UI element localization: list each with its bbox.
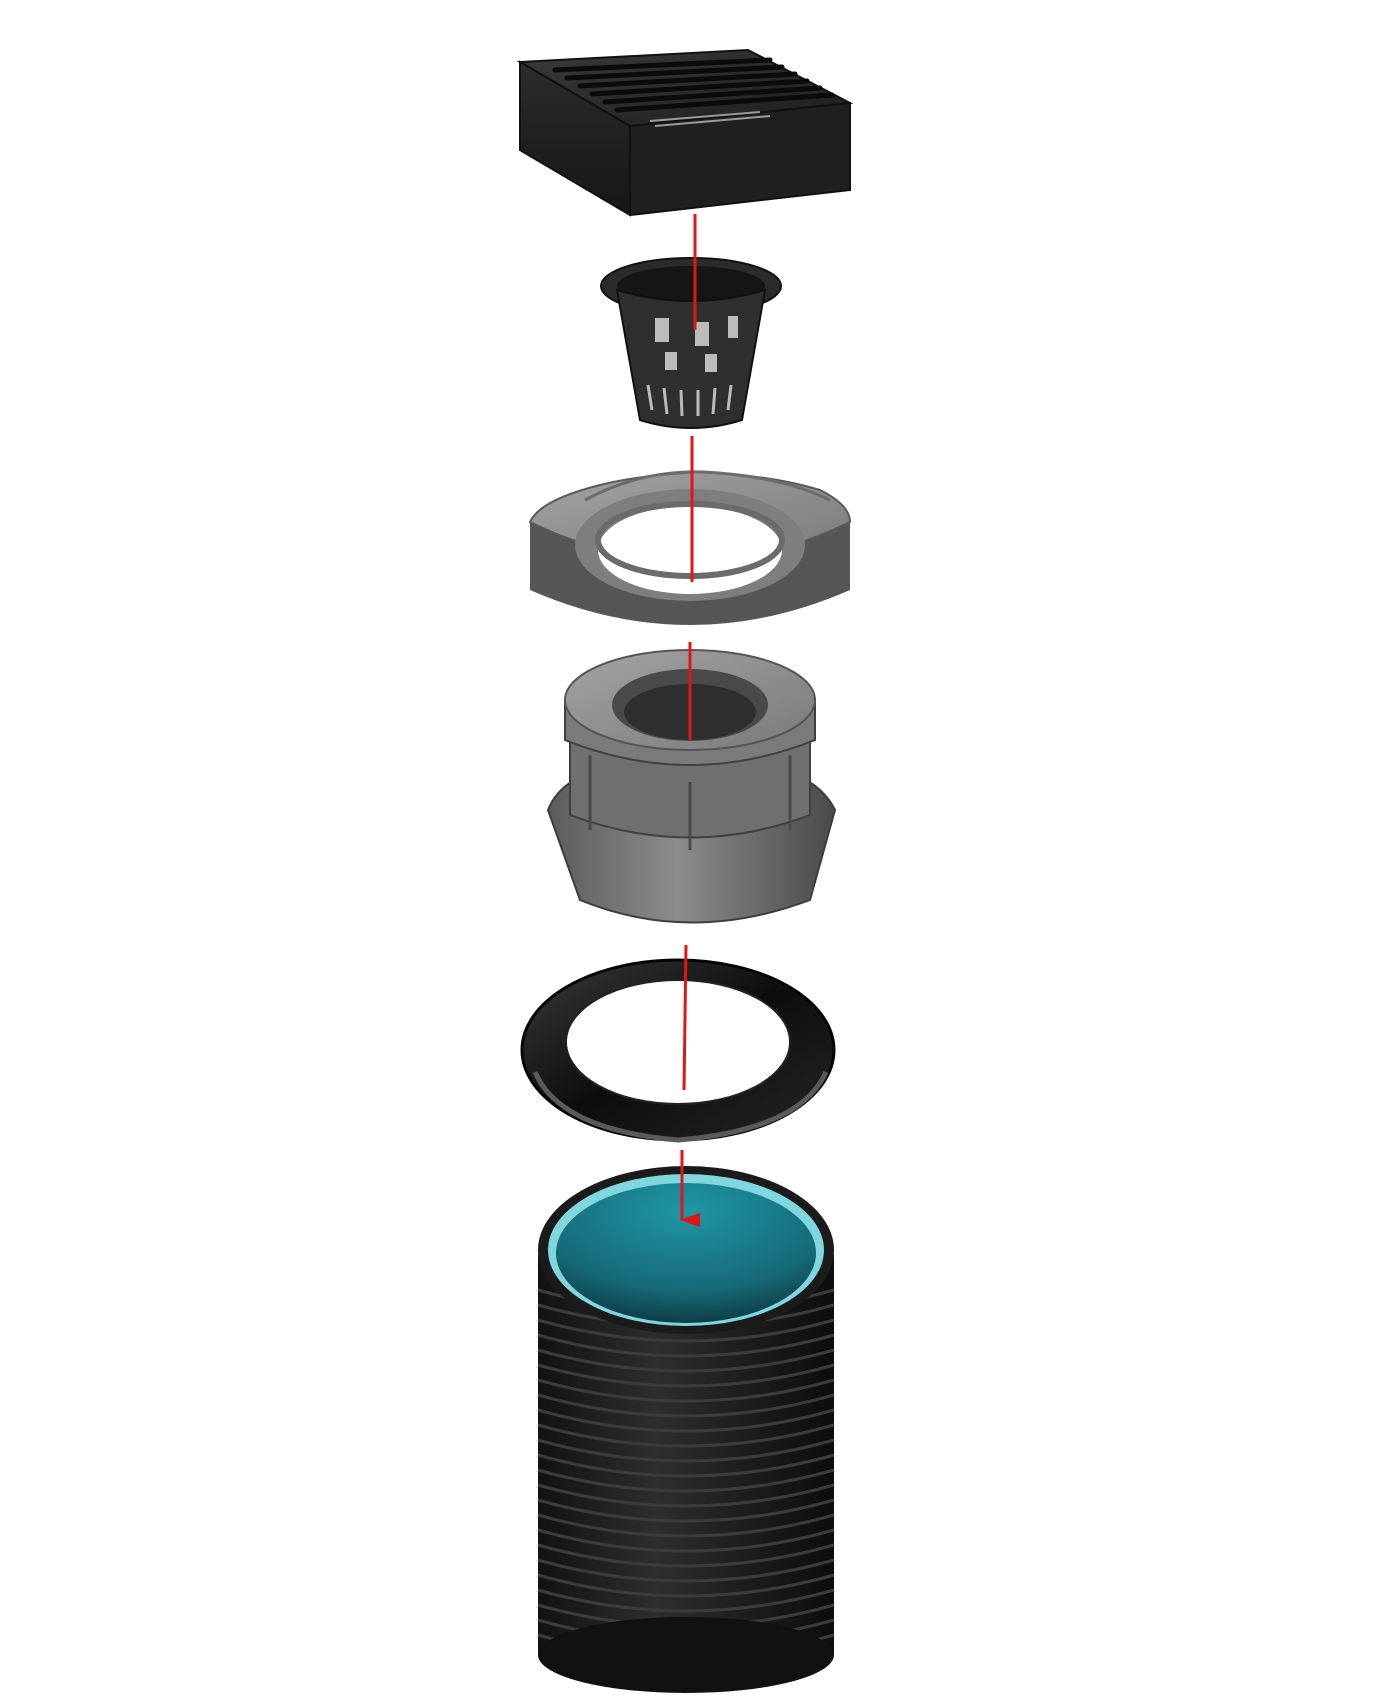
assembly-arrow-lines xyxy=(680,214,700,1227)
basket-icon xyxy=(600,257,782,429)
pipe-rib xyxy=(537,1423,835,1448)
pipe-rib xyxy=(537,1528,835,1553)
riser-icon xyxy=(546,649,837,924)
pipe-rib xyxy=(537,1558,835,1583)
pipe-rib xyxy=(537,1573,835,1598)
pipe-rib xyxy=(537,1438,835,1463)
ring-plate-icon xyxy=(528,470,852,625)
pipe-rib xyxy=(537,1453,835,1478)
pipe-rib xyxy=(537,1588,835,1613)
pipe-rib xyxy=(537,1363,835,1388)
gasket-icon xyxy=(520,958,836,1143)
pipe-rib xyxy=(537,1318,835,1343)
pipe-rib xyxy=(537,1378,835,1403)
pipe-rib xyxy=(537,1543,835,1568)
pipe-rib xyxy=(537,1498,835,1523)
pipe-rib xyxy=(537,1408,835,1433)
pipe-rib xyxy=(537,1393,835,1418)
pipe-rib xyxy=(537,1333,835,1358)
square-grate-icon xyxy=(516,48,854,217)
pipe-rib xyxy=(537,1513,835,1538)
pipe-rib xyxy=(537,1468,835,1493)
pipe-icon xyxy=(537,1166,835,1693)
pipe-rib xyxy=(537,1348,835,1373)
pipe-rib xyxy=(537,1483,835,1508)
